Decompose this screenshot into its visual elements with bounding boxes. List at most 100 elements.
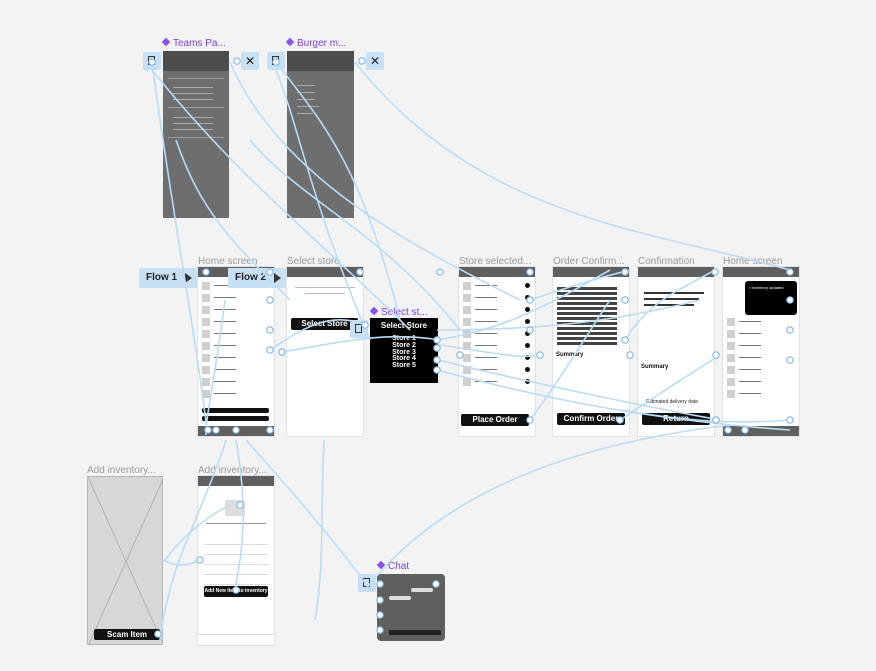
select-radio[interactable]: [525, 343, 530, 348]
list-item[interactable]: [459, 281, 535, 291]
teams-panel-frame-link[interactable]: [143, 52, 161, 70]
estimated-delivery-text: Estimated delivery date: [646, 399, 698, 405]
add-new-item-button[interactable]: Add New item to inventory: [204, 586, 268, 597]
item-thumbnail: [202, 366, 210, 374]
order-confirm-label[interactable]: Order Confirm...: [553, 256, 625, 267]
list-item[interactable]: [723, 341, 799, 351]
burger-menu-frame-link[interactable]: [267, 52, 285, 70]
home-screen-frame[interactable]: [198, 267, 274, 436]
play-icon[interactable]: [274, 273, 281, 283]
camera-icon[interactable]: [225, 500, 245, 516]
select-radio[interactable]: [525, 379, 530, 384]
confirmation-frame[interactable]: Summary Estimated delivery date Return: [638, 267, 714, 436]
select-store-label[interactable]: Select store: [287, 256, 340, 267]
select-radio[interactable]: [525, 331, 530, 336]
store-option-2[interactable]: Store 2: [392, 342, 416, 349]
component-diamond-icon: [161, 37, 171, 47]
list-item[interactable]: [198, 317, 274, 327]
flow-1-tag[interactable]: Flow 1: [139, 268, 197, 288]
order-confirm-frame[interactable]: Summary Confirm Order: [553, 267, 629, 436]
select-radio[interactable]: [525, 319, 530, 324]
home-screen-label[interactable]: Home screen: [198, 256, 258, 267]
list-item[interactable]: [198, 377, 274, 387]
list-item[interactable]: [459, 293, 535, 303]
update-inventory-button[interactable]: [202, 408, 269, 413]
list-item[interactable]: [198, 329, 274, 339]
list-item[interactable]: [459, 329, 535, 339]
form-field[interactable]: [204, 584, 268, 585]
list-item[interactable]: [198, 389, 274, 399]
store-selected-frame[interactable]: Place Order: [459, 267, 535, 436]
list-item[interactable]: [459, 317, 535, 327]
top-bar: [287, 267, 363, 277]
list-item[interactable]: [198, 353, 274, 363]
teams-panel-close[interactable]: ✕: [241, 52, 259, 70]
home-screen-updated-frame[interactable]: • Inventory updated: [723, 267, 799, 436]
chat-window[interactable]: [377, 574, 445, 641]
component-diamond-icon: [376, 560, 386, 570]
list-item[interactable]: [723, 329, 799, 339]
list-item[interactable]: [198, 365, 274, 375]
select-radio[interactable]: [525, 355, 530, 360]
confirm-order-button[interactable]: Confirm Order: [557, 413, 625, 425]
chat-frame-link[interactable]: [358, 574, 376, 592]
select-store-button[interactable]: Select Store: [291, 318, 358, 330]
form-field[interactable]: [204, 554, 268, 555]
chat-label[interactable]: Chat: [376, 560, 409, 572]
list-item[interactable]: [198, 341, 274, 351]
select-radio[interactable]: [525, 295, 530, 300]
select-radio[interactable]: [525, 367, 530, 372]
flow-2-tag[interactable]: Flow 2: [228, 268, 286, 288]
list-item[interactable]: [723, 377, 799, 387]
list-item[interactable]: [459, 377, 535, 387]
select-radio[interactable]: [525, 307, 530, 312]
teams-panel-label[interactable]: Teams Pa...: [161, 37, 226, 49]
form-field[interactable]: [204, 564, 268, 565]
select-store-frame[interactable]: Select Store: [287, 267, 363, 436]
store-selected-label[interactable]: Store selected...: [459, 256, 532, 267]
list-item[interactable]: [723, 353, 799, 363]
item-thumbnail: [202, 354, 210, 362]
home-screen-updated-label[interactable]: Home screen: [723, 256, 783, 267]
item-thumbnail: [463, 318, 471, 326]
store-option-5[interactable]: Store 5: [392, 362, 416, 369]
select-radio[interactable]: [525, 283, 530, 288]
list-item[interactable]: [198, 293, 274, 303]
place-order-button[interactable]: Place Order: [461, 414, 529, 426]
teams-panel-frame[interactable]: [163, 51, 229, 218]
teams-panel-title: Teams Pa...: [173, 38, 226, 49]
return-button[interactable]: Return: [642, 413, 710, 425]
confirmation-label[interactable]: Confirmation: [638, 256, 695, 267]
add-inventory-1-label[interactable]: Add inventory...: [87, 465, 156, 476]
item-name-line: [475, 369, 497, 370]
scan-item-button[interactable]: Scam Item: [94, 629, 160, 640]
select-store-dropdown[interactable]: Select Store Store 1 Store 2 Store 3 Sto…: [370, 318, 438, 383]
select-store-component-label[interactable]: Select st...: [369, 306, 428, 318]
list-item[interactable]: [459, 341, 535, 351]
burger-menu-label[interactable]: Burger m...: [285, 37, 346, 49]
item-name-line: [214, 333, 236, 334]
list-item[interactable]: [198, 305, 274, 315]
component-diamond-icon: [369, 306, 379, 316]
list-item[interactable]: [723, 389, 799, 399]
list-item[interactable]: [723, 365, 799, 375]
list-item[interactable]: [459, 353, 535, 363]
form-field[interactable]: [204, 574, 268, 575]
chat-input[interactable]: [389, 630, 441, 635]
play-icon[interactable]: [185, 273, 192, 283]
add-inventory-form-frame[interactable]: Add New item to inventory: [198, 476, 274, 645]
add-inventory-placeholder-frame[interactable]: Scam Item: [87, 476, 163, 645]
list-item[interactable]: [459, 305, 535, 315]
item-thumbnail: [463, 366, 471, 374]
add-inventory-2-label[interactable]: Add inventory...: [198, 465, 267, 476]
store-option-1[interactable]: Store 1: [392, 335, 416, 342]
store-option-4[interactable]: Store 4: [392, 355, 416, 362]
burger-menu-close[interactable]: ✕: [366, 52, 384, 70]
list-item[interactable]: [723, 317, 799, 327]
select-store-frame-link[interactable]: [350, 320, 368, 338]
burger-menu-frame[interactable]: [287, 51, 354, 218]
form-field[interactable]: [204, 544, 268, 545]
list-item[interactable]: [459, 365, 535, 375]
add-inventory-button[interactable]: [202, 416, 269, 421]
